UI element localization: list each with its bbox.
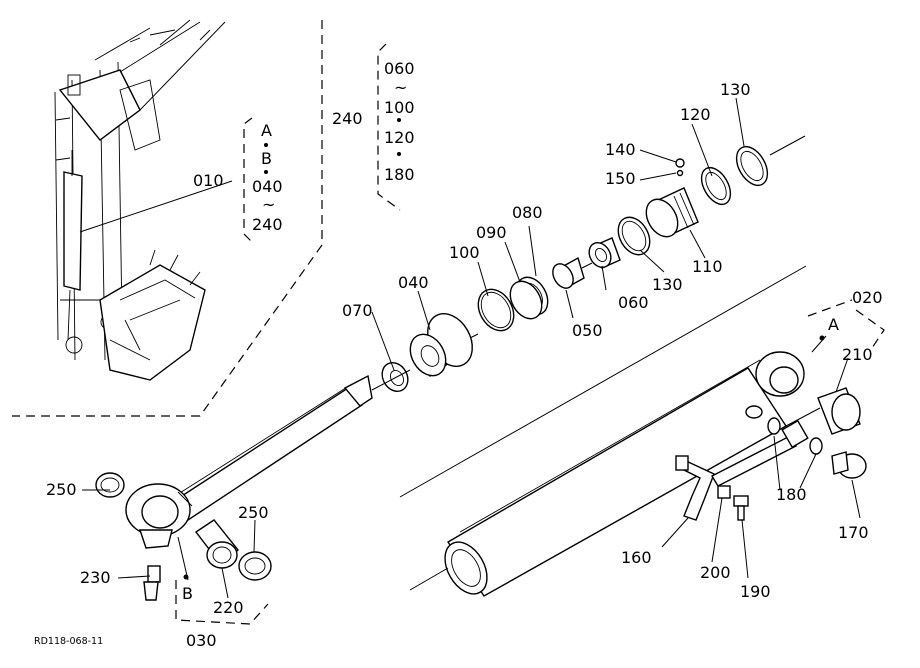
callout-210: 210 — [842, 345, 873, 364]
callout-180: 180 — [776, 485, 807, 504]
callout-160: 160 — [621, 548, 652, 567]
group-240-item-180: 180 — [384, 165, 415, 184]
group-240-item-060: 060 — [384, 59, 415, 78]
group-bracket-010 — [243, 117, 253, 243]
group-010-item-b: B — [261, 149, 272, 168]
group-bracket-030 — [175, 580, 269, 625]
callout-130-lower: 130 — [652, 275, 683, 294]
callout-150: 150 — [605, 169, 636, 188]
group-240-item-120: 120 — [384, 128, 415, 147]
group-010-dot-1 — [264, 143, 268, 147]
part-140-nut — [675, 158, 685, 168]
part-040-gland — [409, 313, 473, 377]
assembly-axis-upper — [371, 135, 806, 391]
callout-090: 090 — [476, 223, 507, 242]
part-050-bushing — [552, 256, 585, 290]
part-100-o-ring-inner — [480, 291, 512, 329]
part-200-clamp — [717, 485, 731, 499]
callout-140: 140 — [605, 140, 636, 159]
callout-100: 100 — [449, 243, 480, 262]
part-190-bolt — [733, 495, 749, 521]
part-070-seal — [381, 361, 409, 393]
callout-240: 240 — [332, 109, 363, 128]
callout-200: 200 — [700, 563, 731, 582]
group-bracket-240 — [377, 43, 401, 211]
callout-040: 040 — [398, 273, 429, 292]
ref-letter-b: B — [182, 584, 193, 603]
callout-050: 050 — [572, 321, 603, 340]
part-250-ring-right — [238, 551, 272, 581]
tube-eye — [755, 351, 805, 397]
part-090-080-rings — [509, 276, 549, 320]
callout-230: 230 — [80, 568, 111, 587]
callout-250-right: 250 — [238, 503, 269, 522]
callout-170: 170 — [838, 523, 869, 542]
part-060-collar — [588, 237, 621, 269]
leader-lines — [79, 97, 861, 599]
drawing-code: RD118-068-11 — [34, 636, 103, 647]
group-010-item-040: 040 — [252, 177, 283, 196]
part-180-o-ring-a — [767, 417, 781, 435]
part-130-ring-upper-inner — [740, 150, 764, 182]
group-240-item-tilde: ~ — [394, 78, 407, 97]
group-240-dot-1 — [397, 118, 401, 122]
ref-dot-b — [183, 574, 189, 580]
callout-250-left: 250 — [46, 480, 77, 499]
part-170-plug — [831, 451, 867, 479]
part-180-o-ring-b — [809, 437, 823, 455]
group-010-item-240: 240 — [252, 215, 283, 234]
ref-dot-a — [819, 335, 825, 341]
callout-080: 080 — [512, 203, 543, 222]
callout-010: 010 — [193, 171, 224, 190]
part-120-ring-inner — [705, 171, 727, 201]
callout-110: 110 — [692, 257, 723, 276]
part-130-ring-upper — [735, 145, 769, 187]
part-120-ring — [700, 166, 732, 206]
callout-190: 190 — [740, 582, 771, 601]
arm-cylinder-thumbnail — [63, 150, 83, 341]
callout-120: 120 — [680, 105, 711, 124]
group-240-dot-2 — [397, 152, 401, 156]
cylinder-tube — [444, 359, 787, 597]
group-010-dot-2 — [264, 170, 268, 174]
excavator-bucket — [99, 249, 206, 381]
ref-letter-a: A — [828, 315, 839, 334]
tube-port-boss — [745, 405, 763, 419]
piston-rod — [166, 374, 373, 521]
callout-070: 070 — [342, 301, 373, 320]
overview-boundary — [12, 20, 323, 417]
group-bracket-020 — [807, 299, 885, 349]
callout-130-upper: 130 — [720, 80, 751, 99]
rod-eye — [125, 483, 193, 549]
group-010-item-tilde: ~ — [262, 195, 275, 214]
group-010-item-a: A — [261, 121, 272, 140]
part-220-bushing — [194, 519, 239, 569]
group-240-item-100: 100 — [384, 98, 415, 117]
part-130-ring-lower-inner — [621, 220, 647, 252]
part-150-ball — [676, 169, 684, 177]
part-110-piston — [645, 187, 699, 238]
callout-030: 030 — [186, 631, 217, 650]
assembly-axis-lower — [399, 265, 821, 591]
callout-020: 020 — [852, 288, 883, 307]
excavator-arm — [54, 19, 226, 361]
part-250-ring-left — [95, 472, 125, 498]
callout-060: 060 — [618, 293, 649, 312]
machine-overview — [54, 19, 226, 381]
callout-220: 220 — [213, 598, 244, 617]
part-230-grease-fitting — [143, 565, 161, 601]
part-210-bushing — [817, 387, 861, 435]
